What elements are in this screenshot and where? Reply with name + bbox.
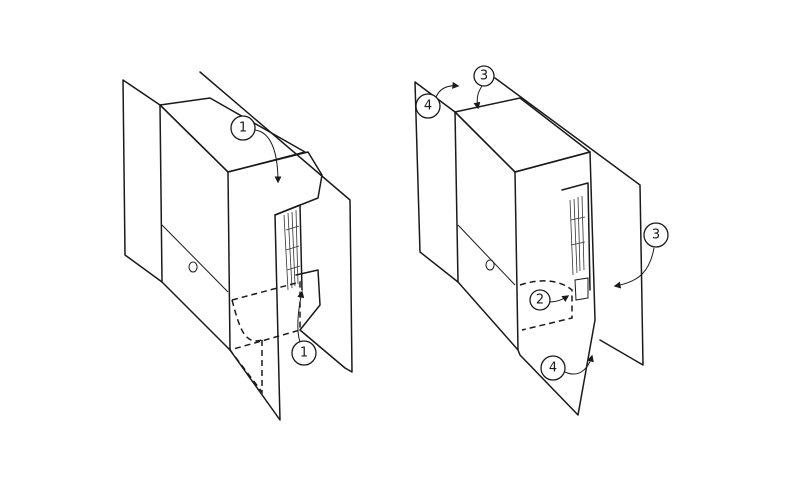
callout-label: 3 <box>480 69 488 84</box>
left-callout-1-bottom: 1 <box>291 290 317 366</box>
left-box-drawing: 1 1 <box>122 71 353 421</box>
callout-label: 1 <box>300 346 308 361</box>
right-spool-hatch <box>569 195 586 276</box>
callout-label: 1 <box>239 121 247 136</box>
right-callout-3-top: 3 <box>473 65 495 110</box>
right-box-drawing: 4 3 3 2 4 <box>414 65 669 416</box>
right-callout-3-right: 3 <box>613 222 669 289</box>
right-callout-4-bottom: 4 <box>540 354 594 381</box>
callout-label: 3 <box>652 228 660 243</box>
left-spool-hatch <box>283 209 301 291</box>
callout-label: 4 <box>424 99 432 114</box>
left-callout-1-top: 1 <box>230 115 282 184</box>
callout-label: 2 <box>536 293 544 308</box>
right-callout-2: 2 <box>529 289 570 311</box>
callout-label: 4 <box>549 361 557 376</box>
right-callout-4-top: 4 <box>415 81 460 119</box>
